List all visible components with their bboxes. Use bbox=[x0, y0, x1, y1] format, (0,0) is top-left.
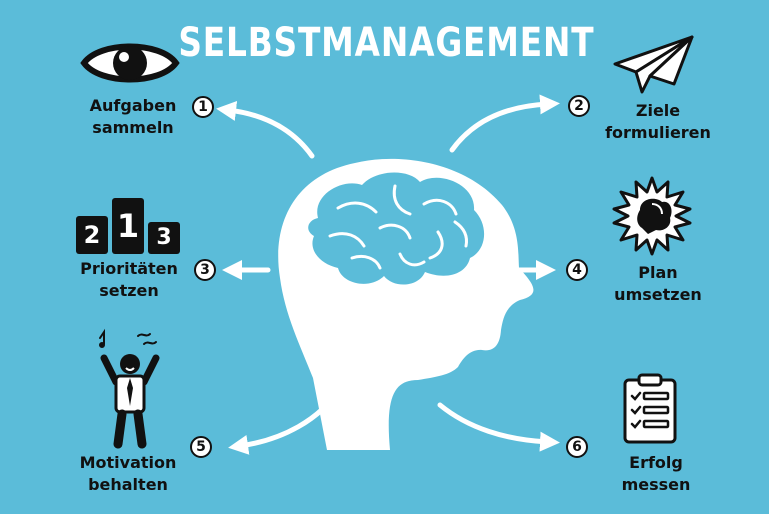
step-4-label: Plan umsetzen bbox=[614, 263, 702, 304]
step-5-label: Motivation behalten bbox=[79, 453, 177, 494]
podium-third-place: 3 bbox=[148, 222, 180, 254]
arrow-to-step-1 bbox=[216, 101, 315, 159]
step-2-label: Ziele formulieren bbox=[605, 101, 711, 142]
paper-plane-icon bbox=[613, 35, 694, 94]
eye-icon bbox=[80, 43, 180, 83]
clipboard-checklist-icon bbox=[623, 373, 677, 444]
step-3-number-badge: 3 bbox=[194, 259, 216, 281]
cheering-person-icon bbox=[99, 328, 160, 449]
step-6-number-badge: 6 bbox=[566, 436, 588, 458]
step-1-label: Aufgaben sammeln bbox=[89, 96, 177, 137]
page-title: SELBSTMANAGEMENT bbox=[178, 20, 595, 66]
step-6-label: Erfolg messen bbox=[621, 453, 691, 494]
podium-second-place: 2 bbox=[76, 216, 108, 254]
arrow-to-step-2 bbox=[449, 94, 560, 153]
step-4-number-badge: 4 bbox=[566, 259, 588, 281]
arrow-to-step-5 bbox=[228, 385, 343, 455]
step-5-number-badge: 5 bbox=[190, 436, 212, 458]
boxing-glove-icon bbox=[612, 176, 692, 256]
podium-icon: 2 1 3 bbox=[76, 198, 180, 256]
brain-folds bbox=[328, 184, 468, 270]
step-2-number-badge: 2 bbox=[568, 95, 590, 117]
step-1-number-badge: 1 bbox=[192, 96, 214, 118]
step-3-label: Prioritäten setzen bbox=[80, 259, 178, 300]
arrow-to-step-6 bbox=[437, 402, 560, 452]
podium-first-place: 1 bbox=[112, 198, 144, 254]
